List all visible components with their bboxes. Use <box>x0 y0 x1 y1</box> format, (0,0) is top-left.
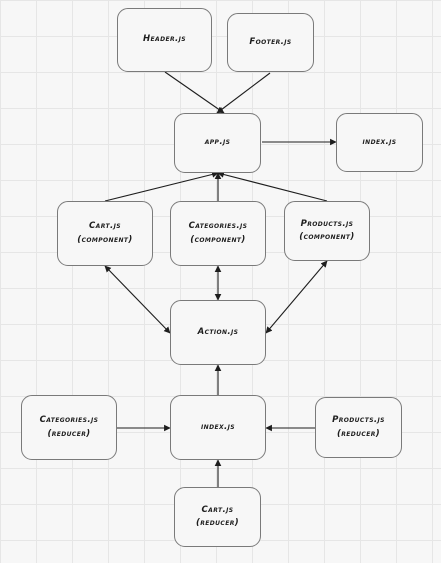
node-label: Categories.js (component) <box>188 221 248 245</box>
edge-footer-to-app <box>216 72 271 114</box>
node-label: Products.js (component) <box>299 218 355 242</box>
node-index-js-root[interactable]: index.js <box>336 113 423 172</box>
node-cart-reducer[interactable]: Cart.js (reducer) <box>174 487 261 547</box>
edge-cart-component-to-action <box>104 265 171 334</box>
node-products-reducer[interactable]: Products.js (reducer) <box>315 397 402 458</box>
edge-cart-component-to-app <box>104 171 219 202</box>
edge-products-component-to-app <box>217 171 328 202</box>
node-cart-component[interactable]: Cart.js (component) <box>57 201 153 266</box>
node-label: Header.js <box>143 34 186 45</box>
node-label: Action.js <box>197 326 239 337</box>
node-label: index.js <box>201 421 235 432</box>
edge-header-to-app <box>164 71 225 114</box>
node-index-js-store[interactable]: index.js <box>170 395 266 460</box>
node-products-component[interactable]: Products.js (component) <box>284 201 370 261</box>
node-label: Cart.js (component) <box>77 221 133 245</box>
node-categories-component[interactable]: Categories.js (component) <box>170 201 266 266</box>
edge-products-component-to-action <box>265 260 328 334</box>
node-header-js[interactable]: Header.js <box>117 8 212 72</box>
node-categories-reducer[interactable]: Categories.js (reducer) <box>21 395 117 460</box>
node-footer-js[interactable]: Footer.js <box>227 13 314 72</box>
node-label: Cart.js (reducer) <box>195 504 240 528</box>
node-label: app.js <box>204 137 231 148</box>
node-label: Footer.js <box>249 36 292 47</box>
node-label: Categories.js (reducer) <box>39 415 99 439</box>
node-label: index.js <box>362 136 397 147</box>
node-action-js[interactable]: Action.js <box>170 300 266 365</box>
node-label: Products.js (reducer) <box>332 415 385 439</box>
node-app-js[interactable]: app.js <box>174 113 261 173</box>
